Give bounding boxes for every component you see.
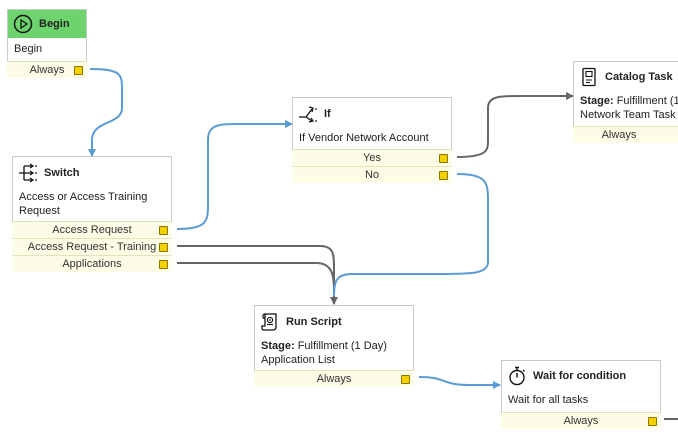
output-label: Access Request - Training [27, 241, 157, 253]
if-header: If [293, 98, 451, 130]
stage-label: Stage: [261, 340, 295, 352]
stage-value: Fulfillment (1 [616, 95, 678, 107]
if-output-yes[interactable]: Yes [292, 149, 452, 166]
if-branch-icon [298, 104, 318, 124]
run-script-node[interactable]: Run Script Stage: Fulfillment (1 Day) Ap… [254, 305, 414, 387]
switch-header: Switch [13, 157, 171, 189]
output-label: Always [601, 129, 637, 141]
output-port[interactable] [401, 375, 410, 384]
script-scroll-icon [260, 312, 280, 332]
switch-description: Access or Access Training Request [19, 191, 148, 217]
output-port[interactable] [159, 243, 168, 252]
wire-begin-to-switch [88, 68, 123, 157]
begin-description: Begin [14, 43, 43, 55]
output-label: Always [563, 415, 599, 427]
output-port[interactable] [159, 260, 168, 269]
output-label: Always [29, 64, 65, 76]
play-circle-icon [13, 14, 33, 34]
catalog-task-header: Catalog Task [574, 62, 678, 91]
output-port[interactable] [439, 154, 448, 163]
catalog-task-icon [579, 67, 599, 87]
if-description: If Vendor Network Account [299, 132, 429, 144]
begin-output-always[interactable]: Always [7, 61, 87, 78]
wait-node[interactable]: Wait for condition Wait for all tasks Al… [501, 360, 661, 429]
if-title: If [324, 108, 331, 120]
if-node[interactable]: If If Vendor Network Account Yes No [292, 97, 452, 183]
catalog-task-stage: Stage: Fulfillment (1 [574, 91, 678, 108]
switch-branch-icon [18, 163, 38, 183]
run-script-stage: Stage: Fulfillment (1 Day) [255, 337, 413, 353]
output-label: Always [316, 373, 352, 385]
run-script-output-always[interactable]: Always [254, 370, 414, 387]
catalog-task-node[interactable]: Catalog Task Stage: Fulfillment (1 Netwo… [573, 61, 678, 143]
run-script-header: Run Script [255, 306, 413, 337]
output-port[interactable] [159, 226, 168, 235]
run-script-description: Application List [261, 354, 335, 366]
catalog-task-output-always[interactable]: Always [573, 126, 678, 143]
begin-node[interactable]: Begin Begin Always [7, 9, 87, 78]
wait-title: Wait for condition [533, 370, 627, 382]
output-port[interactable] [74, 66, 83, 75]
output-port[interactable] [439, 171, 448, 180]
catalog-task-title: Catalog Task [605, 70, 673, 83]
run-script-title: Run Script [286, 315, 342, 328]
stage-value: Fulfillment (1 Day) [297, 340, 387, 352]
output-label: Access Request [52, 224, 132, 236]
wait-description: Wait for all tasks [508, 394, 589, 406]
output-label: No [364, 169, 380, 181]
wire-access-request-to-if [176, 120, 293, 230]
wire-yes-to-catalog [456, 92, 574, 158]
switch-output-applications[interactable]: Applications [12, 255, 172, 272]
begin-title: Begin [39, 18, 70, 30]
wait-header: Wait for condition [502, 361, 660, 391]
switch-output-access-request[interactable]: Access Request [12, 221, 172, 238]
begin-header: Begin [8, 10, 86, 38]
output-label: Yes [363, 152, 381, 164]
if-output-no[interactable]: No [292, 166, 452, 183]
switch-output-access-request-training[interactable]: Access Request - Training [12, 238, 172, 255]
switch-title: Switch [44, 167, 80, 179]
switch-node[interactable]: Switch Access or Access Training Request… [12, 156, 172, 272]
wire-no-to-runscript [333, 173, 489, 297]
wait-output-always[interactable]: Always [501, 412, 661, 429]
wire-runscript-to-wait [418, 376, 501, 389]
stage-label: Stage: [580, 95, 614, 107]
catalog-task-description: Network Team Task [580, 109, 676, 121]
wire-applications-to-runscript [177, 262, 335, 304]
output-port[interactable] [648, 417, 657, 426]
wire-training-to-runscript [177, 245, 338, 305]
stopwatch-icon [507, 366, 527, 386]
output-label: Applications [62, 258, 122, 270]
